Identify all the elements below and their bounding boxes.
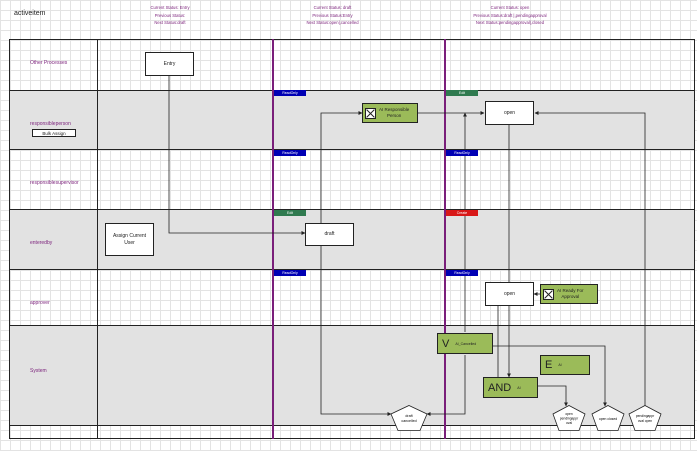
end-state-open-pendingapproval[interactable]: open pendingappr oval xyxy=(552,405,586,431)
status-previous: Previous Status:Entry xyxy=(312,12,353,18)
node-open-approver[interactable]: open xyxy=(485,282,534,306)
lane-label-approver: approver xyxy=(30,300,50,306)
tag-readonly: ReadOnly xyxy=(446,270,478,276)
status-next: Next Status:draft xyxy=(154,20,186,25)
action-label-line1: AI Responsible xyxy=(379,107,410,112)
status-header-entry: Current Status: Entry Previous Status: N… xyxy=(130,4,210,27)
end-state-label-line3: oval xyxy=(566,421,572,425)
action-label-line1: AI Ready For xyxy=(557,288,584,293)
status-current: Current Status: Entry xyxy=(150,5,190,10)
gateway-letter: AND xyxy=(488,381,512,394)
gateway-e-ai[interactable]: E AI xyxy=(540,355,590,375)
status-next: Next Status:open|,cancelled xyxy=(306,20,359,25)
end-state-label: open closed xyxy=(599,417,617,421)
tag-edit: Edit xyxy=(446,90,478,96)
lane-label-responsiblesupervisor: responsiblesupervisor xyxy=(30,180,79,186)
node-open-responsible[interactable]: open xyxy=(485,101,534,125)
phase-divider-open xyxy=(444,39,446,439)
gateway-letter: E xyxy=(545,359,553,371)
lane-system xyxy=(9,325,695,425)
gateway-label: AI xyxy=(517,385,521,390)
lane-footer xyxy=(9,425,695,439)
action-ai-ready-for-approval[interactable]: AI Ready For Approval xyxy=(540,284,598,304)
lane-label-enteredby: enteredby xyxy=(30,240,53,246)
phase-divider-draft xyxy=(272,39,274,439)
diagram-frame xyxy=(9,39,695,439)
lane-label-separator xyxy=(97,39,98,439)
action-ai-responsible-person[interactable]: AI Responsible Person xyxy=(362,103,418,123)
lane-responsibleperson xyxy=(9,90,695,149)
end-state-label-line1: pendingappr xyxy=(636,414,655,418)
end-state-label-line1: draft xyxy=(405,414,412,418)
gateway-label: AI_Cancelled xyxy=(455,341,477,346)
diagram-title: activeitem xyxy=(14,10,46,17)
end-state-label-line2: pendingappr xyxy=(560,417,579,421)
node-draft[interactable]: draft xyxy=(305,223,354,246)
end-state-label-line2: cancelled xyxy=(401,419,416,423)
end-state-open-closed[interactable]: open closed xyxy=(591,405,625,431)
connector-draft-to-draft-cancelled xyxy=(320,245,392,416)
connector-entry-to-draft xyxy=(168,75,306,235)
action-label-line2: Approval xyxy=(561,294,580,299)
connector-draft-to-ai-responsible xyxy=(320,111,363,223)
end-state-draft-cancelled[interactable]: draft cancelled xyxy=(390,405,428,431)
status-next: Next Status:pendingapproval|,closed xyxy=(475,20,545,25)
gateway-letter: V xyxy=(442,337,450,350)
lane-label-system: System xyxy=(30,368,47,374)
connector-v-to-open-closed xyxy=(493,345,607,407)
connector-v-to-draft-cancelled xyxy=(426,355,466,416)
action-icon xyxy=(543,288,554,300)
lane-approver xyxy=(9,269,695,325)
tag-create: Create xyxy=(446,210,478,216)
status-current: Current Status: open xyxy=(490,5,530,10)
end-state-label-line2: oval open xyxy=(638,419,652,423)
tag-readonly: ReadOnly xyxy=(446,150,478,156)
end-state-label-line1: open xyxy=(565,412,573,416)
connector-pending-open-to-open xyxy=(534,111,646,406)
status-previous: Previous Status:draft |,pendingapproval xyxy=(473,12,547,18)
tag-readonly: ReadOnly xyxy=(274,270,306,276)
gateway-label: AI xyxy=(558,363,562,367)
tag-edit: Edit xyxy=(274,210,306,216)
status-current: Current Status: draft xyxy=(313,5,352,10)
status-previous: Previous Status: xyxy=(154,12,186,18)
lane-label-responsibleperson: responsibleperson xyxy=(30,121,71,127)
lane-responsiblesupervisor xyxy=(9,149,695,209)
tag-readonly: ReadOnly xyxy=(274,90,306,96)
action-icon xyxy=(365,107,376,119)
status-header-open: Current Status: open Previous Status:dra… xyxy=(460,4,560,27)
lane-label-other-processes: Other Processes xyxy=(30,60,68,66)
status-header-draft: Current Status: draft Previous Status:En… xyxy=(285,4,380,27)
tag-readonly: ReadOnly xyxy=(274,150,306,156)
gateway-and-ai[interactable]: AND AI xyxy=(483,377,538,398)
node-entry[interactable]: Entry xyxy=(145,52,194,76)
end-state-pendingapproval-open[interactable]: pendingappr oval open xyxy=(628,405,662,431)
node-assign-current-user[interactable]: Assign Current User xyxy=(105,223,154,256)
bulk-assign-button[interactable]: Bulk Assign xyxy=(32,129,76,137)
action-label-line2: Person xyxy=(387,113,402,118)
gateway-v-ai-cancelled[interactable]: V AI_Cancelled xyxy=(437,333,493,354)
